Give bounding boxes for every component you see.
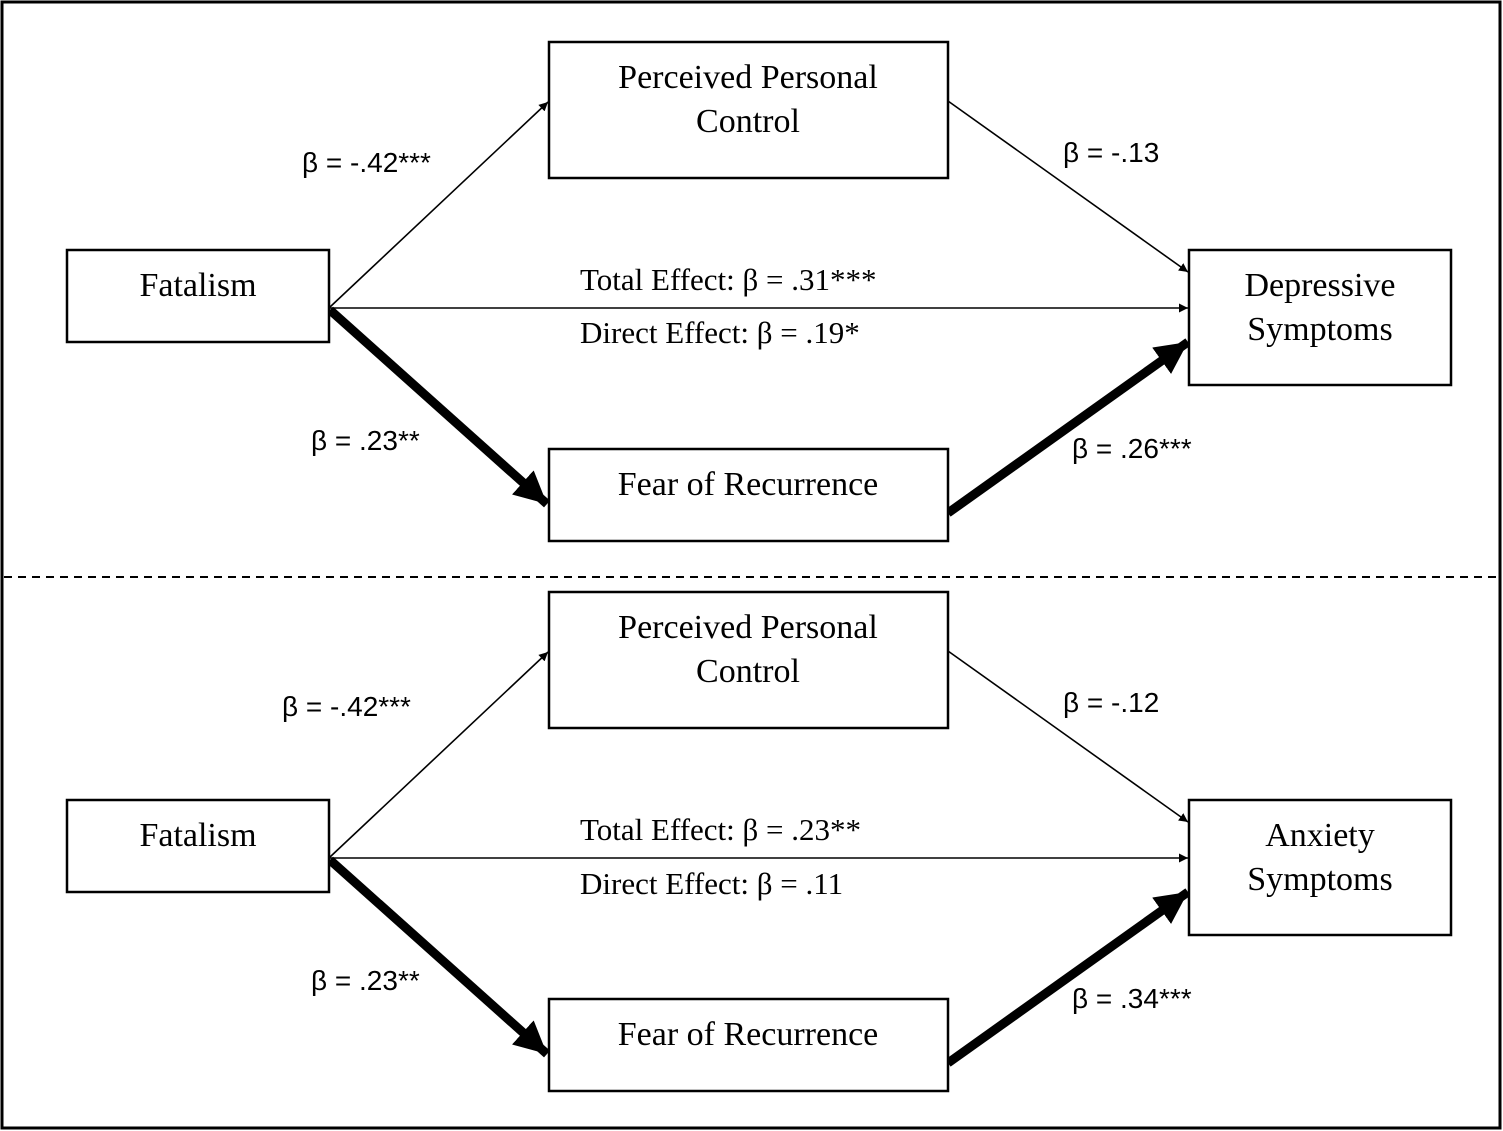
path-label-total-effect: Total Effect: β = .23** [580,812,861,847]
arrow-fatalism-to-fear [327,306,550,508]
path-label-direct-effect: Direct Effect: β = .11 [580,866,843,901]
path-label-control-to-outcome: β = -.12 [1063,687,1159,718]
node-control-box [547,590,950,730]
node-outcome-label-line1: Anxiety [1265,817,1375,854]
node-outcome-box [1187,798,1453,937]
node-fatalism-label: Fatalism [139,267,256,304]
path-label-fear-to-outcome: β = .26*** [1072,433,1192,464]
node-outcome-label-line1: Depressive [1244,267,1395,304]
path-label-direct-effect: Direct Effect: β = .19* [580,315,860,350]
node-fatalism-box [65,248,331,344]
node-control-label-line2: Control [696,103,800,140]
path-label-fatalism-to-fear: β = .23** [311,965,420,996]
node-outcome-box [1187,248,1453,387]
node-control-label-line1: Perceived Personal [618,609,878,646]
panel-anxiety: Fatalism Perceived Personal Control Fear… [65,590,1453,1093]
arrow-fatalism-to-fear [327,856,550,1058]
node-fear-label: Fear of Recurrence [618,1016,879,1053]
node-control-box [547,40,950,180]
path-label-fatalism-to-control: β = -.42*** [302,147,431,178]
node-outcome-label-line2: Symptoms [1247,861,1392,898]
arrow-fear-to-outcome [945,338,1191,517]
node-fear-box [547,447,950,543]
node-control-label-line2: Control [696,653,800,690]
arrow-control-to-outcome [947,100,1189,273]
path-label-total-effect: Total Effect: β = .31*** [580,262,877,297]
node-fear-box [547,997,950,1093]
node-outcome-label-line2: Symptoms [1247,311,1392,348]
node-fatalism-box [65,798,331,894]
node-fatalism-label: Fatalism [139,817,256,854]
arrow-control-to-outcome [947,650,1189,823]
path-label-fear-to-outcome: β = .34*** [1072,983,1192,1014]
arrow-fatalism-to-control [329,651,549,858]
panel-depressive: Fatalism Perceived Personal Control Fear… [65,40,1453,543]
node-control-label-line1: Perceived Personal [618,59,878,96]
path-label-control-to-outcome: β = -.13 [1063,137,1159,168]
path-label-fatalism-to-fear: β = .23** [311,425,420,456]
arrow-fatalism-to-control [329,101,549,308]
node-fear-label: Fear of Recurrence [618,466,879,503]
path-label-fatalism-to-control: β = -.42*** [282,691,411,722]
arrow-fear-to-outcome [945,888,1191,1067]
